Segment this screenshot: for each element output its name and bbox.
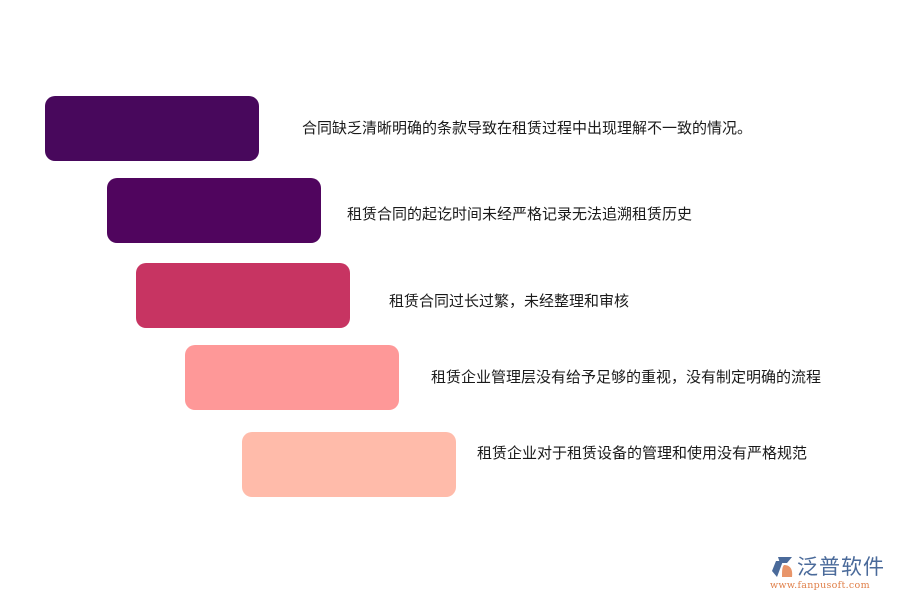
item-bar-3: [136, 263, 350, 328]
item-bar-1: [45, 96, 259, 161]
item-label-2: 租赁合同的起讫时间未经严格记录无法追溯租赁历史: [347, 205, 693, 223]
item-label-4: 租赁企业管理层没有给予足够的重视，没有制定明确的流程: [431, 368, 822, 386]
logo-url: www.fanpusoft.com: [770, 580, 870, 591]
item-bar-5: [242, 432, 456, 497]
brand-logo: 泛普软件 www.fanpusoft.com: [770, 553, 895, 593]
logo-icon: [772, 557, 793, 577]
item-bar-4: [185, 345, 399, 410]
logo-name: 泛普软件: [797, 555, 885, 579]
item-label-3: 租赁合同过长过繁，未经整理和审核: [389, 292, 630, 310]
item-label-1: 合同缺乏清晰明确的条款导致在租赁过程中出现理解不一致的情况。: [302, 119, 753, 137]
item-label-5: 租赁企业对于租赁设备的管理和使用没有严格规范: [477, 444, 808, 462]
item-bar-2: [107, 178, 321, 243]
